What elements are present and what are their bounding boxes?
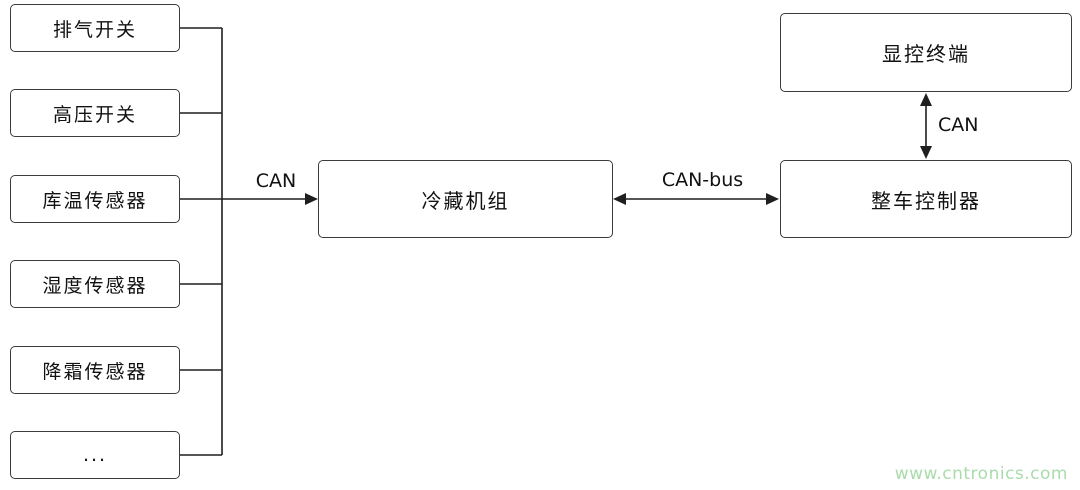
node-storage-temp-sensor: 库温传感器	[10, 175, 180, 223]
can-arrow	[222, 193, 318, 205]
can-vertical-arrow	[920, 93, 932, 159]
node-refrigeration-unit: 冷藏机组	[318, 160, 613, 238]
edge-label-can-sensors: CAN	[255, 170, 297, 192]
node-defrost-sensor: 降霜传感器	[10, 346, 180, 394]
sensor-bus-lines	[180, 27, 223, 456]
edge-label-can-bus: CAN-bus	[661, 169, 744, 191]
edge-label-can-terminal: CAN	[938, 114, 979, 136]
can-bus-arrow	[613, 193, 779, 205]
node-display-terminal: 显控终端	[780, 13, 1072, 92]
node-exhaust-switch: 排气开关	[10, 4, 180, 52]
node-humidity-sensor: 湿度传感器	[10, 260, 180, 308]
node-ellipsis: ...	[10, 431, 180, 479]
node-high-pressure-switch: 高压开关	[10, 89, 180, 137]
watermark: www.cntronics.com	[894, 464, 1068, 484]
node-vehicle-controller: 整车控制器	[780, 160, 1072, 238]
